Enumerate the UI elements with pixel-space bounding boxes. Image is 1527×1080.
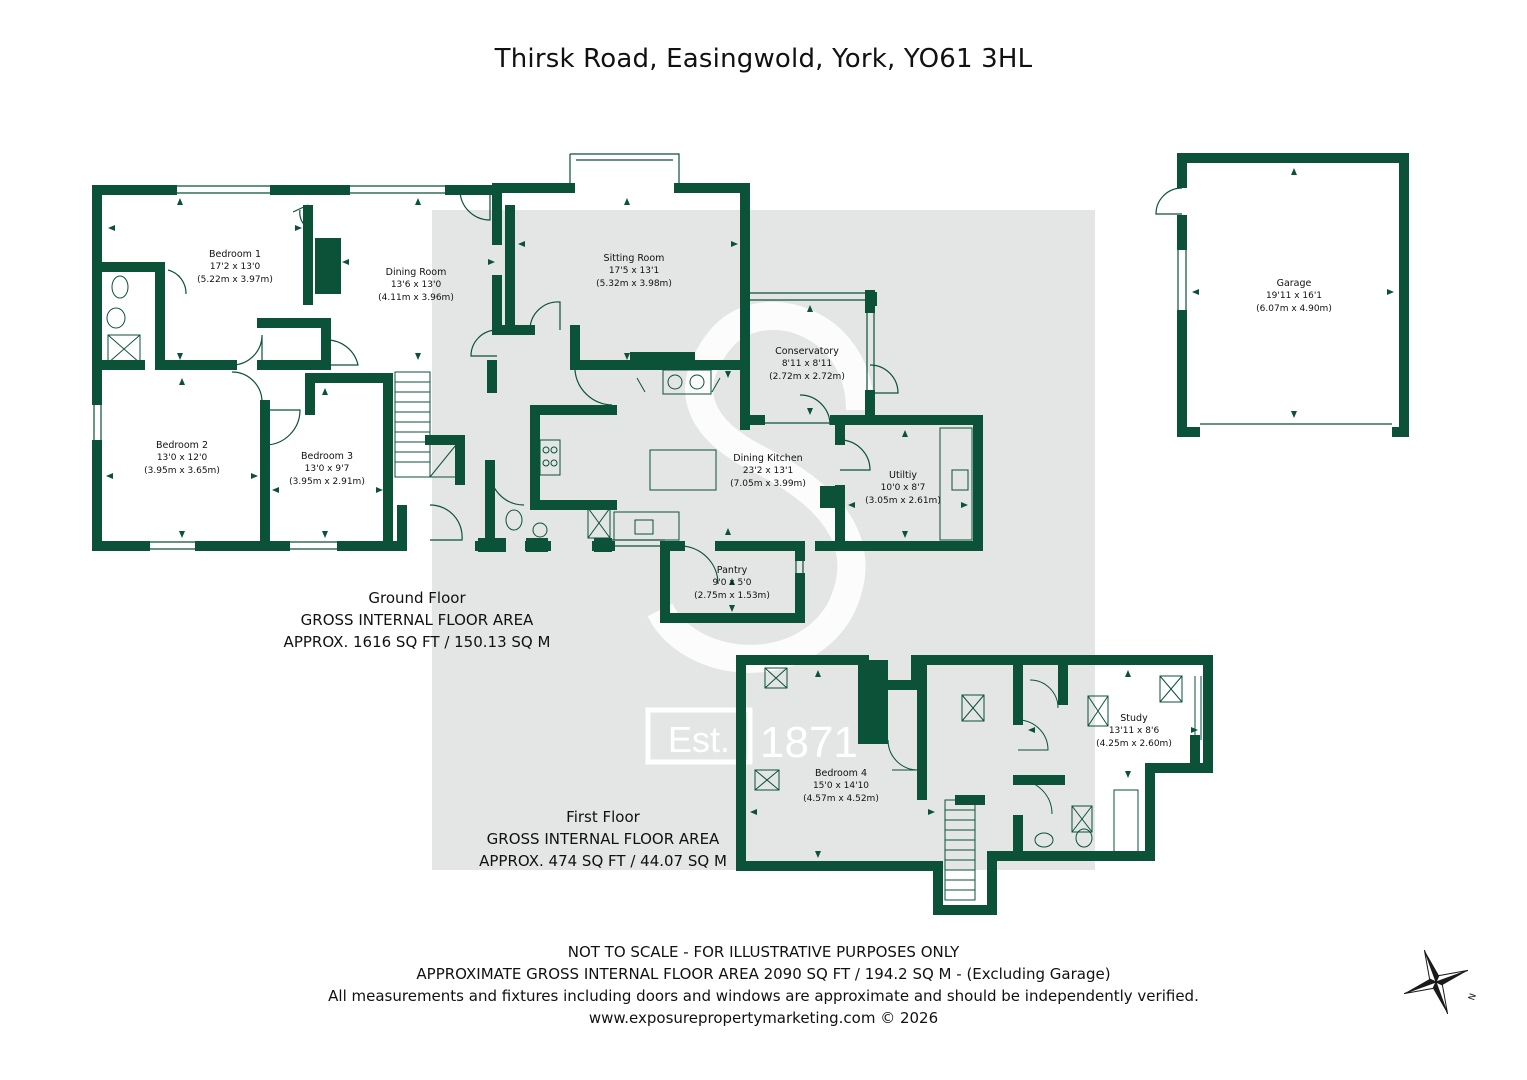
watermark-year: 1871 bbox=[760, 718, 858, 767]
footer-total-area: APPROXIMATE GROSS INTERNAL FLOOR AREA 20… bbox=[416, 965, 1111, 983]
room-metric: (4.57m x 4.52m) bbox=[803, 794, 879, 804]
room-imperial: 19'11 x 16'1 bbox=[1265, 291, 1323, 301]
room-metric: (5.22m x 3.97m) bbox=[197, 275, 273, 285]
garage-walls bbox=[1155, 153, 1409, 437]
room-metric: (4.25m x 2.60m) bbox=[1096, 739, 1172, 749]
room-imperial: 8'11 x 8'11 bbox=[781, 359, 833, 369]
room-label-study: Study 13'11 x 8'6 (4.25m x 2.60m) bbox=[1096, 712, 1172, 751]
footer-disclaimer: All measurements and fixtures including … bbox=[328, 987, 1199, 1005]
room-label-bedroom-1: Bedroom 1 17'2 x 13'0 (5.22m x 3.97m) bbox=[197, 248, 273, 287]
ground-floor-area-value: APPROX. 1616 SQ FT / 150.13 SQ M bbox=[283, 633, 551, 651]
room-name: Bedroom 1 bbox=[208, 249, 262, 260]
room-name: Dining Kitchen bbox=[733, 453, 803, 464]
room-metric: (5.32m x 3.98m) bbox=[596, 279, 672, 289]
room-name: Bedroom 2 bbox=[155, 440, 209, 451]
room-label-bedroom-2: Bedroom 2 13'0 x 12'0 (3.95m x 3.65m) bbox=[144, 439, 220, 478]
room-imperial: 9'0 x 5'0 bbox=[712, 578, 752, 588]
disclaimer-footer: NOT TO SCALE - FOR ILLUSTRATIVE PURPOSES… bbox=[0, 941, 1527, 1029]
room-imperial: 10'0 x 8'7 bbox=[880, 483, 926, 493]
first-floor-area-value: APPROX. 474 SQ FT / 44.07 SQ M bbox=[479, 852, 727, 870]
footer-scale-note: NOT TO SCALE - FOR ILLUSTRATIVE PURPOSES… bbox=[567, 943, 960, 961]
room-imperial: 17'5 x 13'1 bbox=[608, 266, 660, 276]
room-metric: (2.75m x 1.53m) bbox=[694, 591, 770, 601]
room-metric: (2.72m x 2.72m) bbox=[769, 372, 845, 382]
room-name: Study bbox=[1120, 713, 1148, 724]
room-imperial: 23'2 x 13'1 bbox=[742, 466, 794, 476]
room-name: Sitting Room bbox=[603, 253, 665, 264]
room-metric: (4.11m x 3.96m) bbox=[378, 293, 454, 303]
room-metric: (3.95m x 2.91m) bbox=[289, 477, 365, 487]
room-imperial: 13'0 x 12'0 bbox=[156, 453, 208, 463]
ground-floor-windows bbox=[93, 153, 983, 578]
room-label-utility: Utiltiy 10'0 x 8'7 (3.05m x 2.61m) bbox=[865, 469, 941, 508]
ground-floor-area-block: Ground Floor GROSS INTERNAL FLOOR AREA A… bbox=[284, 587, 551, 653]
footer-website: www.exposurepropertymarketing.com © 2026 bbox=[588, 1009, 939, 1027]
first-floor-area-block: First Floor GROSS INTERNAL FLOOR AREA AP… bbox=[479, 806, 727, 872]
room-metric: (7.05m x 3.99m) bbox=[730, 479, 806, 489]
dimension-markers bbox=[106, 168, 1394, 858]
first-floor-walls bbox=[736, 655, 1213, 915]
room-name: Bedroom 3 bbox=[300, 451, 354, 462]
room-imperial: 15'0 x 14'10 bbox=[812, 781, 870, 791]
ground-floor-area-title: GROSS INTERNAL FLOOR AREA bbox=[300, 611, 534, 629]
first-floor-area-title: GROSS INTERNAL FLOOR AREA bbox=[486, 830, 720, 848]
compass-north-letter: N bbox=[1467, 992, 1479, 1002]
room-label-garage: Garage 19'11 x 16'1 (6.07m x 4.90m) bbox=[1256, 277, 1332, 316]
room-imperial: 13'11 x 8'6 bbox=[1108, 726, 1160, 736]
compass-icon bbox=[1403, 949, 1469, 1015]
room-name: Bedroom 4 bbox=[814, 768, 868, 779]
door-swings bbox=[167, 189, 899, 585]
ground-floor-stairs bbox=[394, 371, 461, 478]
room-label-dining-kitchen: Dining Kitchen 23'2 x 13'1 (7.05m x 3.99… bbox=[730, 452, 806, 491]
room-imperial: 13'0 x 9'7 bbox=[304, 464, 350, 474]
room-label-bedroom-4: Bedroom 4 15'0 x 14'10 (4.57m x 4.52m) bbox=[803, 767, 879, 806]
room-metric: (3.95m x 3.65m) bbox=[144, 466, 220, 476]
room-name: Pantry bbox=[716, 565, 748, 576]
room-name: Dining Room bbox=[385, 267, 447, 278]
room-label-bedroom-3: Bedroom 3 13'0 x 9'7 (3.95m x 2.91m) bbox=[289, 450, 365, 489]
room-name: Garage bbox=[1276, 278, 1312, 289]
room-metric: (3.05m x 2.61m) bbox=[865, 496, 941, 506]
watermark-est: Est. bbox=[668, 719, 730, 760]
ground-floor-fixtures bbox=[106, 275, 973, 541]
first-floor-label: First Floor bbox=[566, 808, 640, 826]
ground-floor-walls bbox=[92, 183, 983, 623]
property-address-title: Thirsk Road, Easingwold, York, YO61 3HL bbox=[494, 44, 1033, 74]
room-imperial: 17'2 x 13'0 bbox=[209, 262, 261, 272]
room-name: Utiltiy bbox=[889, 470, 917, 481]
room-name: Conservatory bbox=[775, 346, 839, 357]
room-metric: (6.07m x 4.90m) bbox=[1256, 304, 1332, 314]
room-label-conservatory: Conservatory 8'11 x 8'11 (2.72m x 2.72m) bbox=[769, 345, 845, 384]
room-imperial: 13'6 x 13'0 bbox=[390, 280, 442, 290]
first-floor-details bbox=[754, 667, 1202, 901]
room-label-pantry: Pantry 9'0 x 5'0 (2.75m x 1.53m) bbox=[694, 564, 770, 603]
watermark-est-box bbox=[645, 707, 753, 765]
room-label-sitting-room: Sitting Room 17'5 x 13'1 (5.32m x 3.98m) bbox=[596, 252, 672, 291]
ground-floor-label: Ground Floor bbox=[368, 589, 466, 607]
room-label-dining-room: Dining Room 13'6 x 13'0 (4.11m x 3.96m) bbox=[378, 266, 454, 305]
